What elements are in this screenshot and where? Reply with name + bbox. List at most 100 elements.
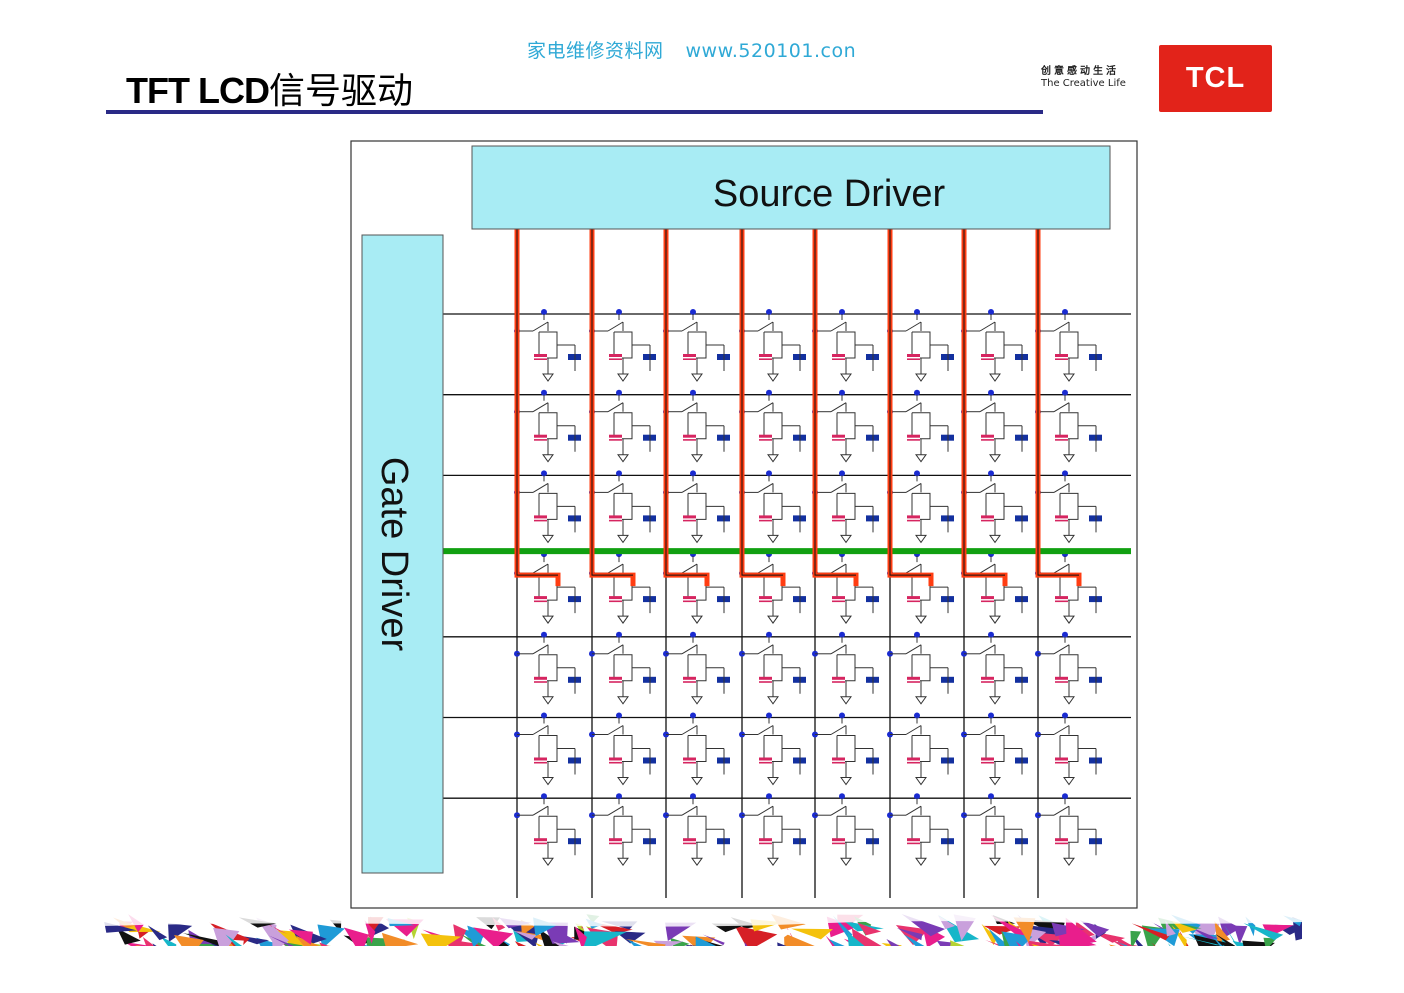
ground-symbol: [1063, 777, 1075, 786]
capacitor-gap: [534, 760, 547, 762]
gate-node: [690, 793, 696, 800]
ground-symbol: [542, 454, 554, 463]
pixel-loop: [763, 331, 783, 359]
tft-switch: [830, 563, 847, 574]
strip-shard: [281, 941, 303, 946]
strip-shard: [1002, 931, 1033, 946]
pixel-loop: [763, 735, 783, 762]
capacitor-gap: [759, 518, 772, 520]
slogan-cn: 创意感动生活: [1041, 66, 1119, 77]
tft-switch: [830, 321, 847, 332]
gate-node: [914, 309, 920, 315]
strip-shard: [555, 944, 566, 946]
pixel-loop: [911, 412, 931, 440]
pixel-loop: [1059, 654, 1079, 682]
pixel-matrix: [443, 229, 1131, 898]
tft-switch: [1053, 563, 1070, 574]
pixel-loop: [911, 492, 931, 520]
pixel-loop: [538, 735, 558, 762]
strip-shard: [903, 934, 925, 946]
capacitor-gap: [907, 760, 920, 762]
capacitor-gap: [832, 841, 845, 843]
strip-shard: [625, 938, 666, 946]
strip-shard: [1130, 930, 1142, 946]
title-underline: [106, 110, 1043, 114]
ground-symbol: [840, 615, 852, 624]
driven-data-core-3: [665, 229, 707, 576]
strip-shard: [319, 942, 329, 946]
driven-data-core-4: [741, 229, 783, 576]
tft-switch: [681, 725, 698, 735]
tft-switch: [757, 644, 774, 655]
pixel-loop: [687, 815, 707, 843]
ground-symbol: [767, 615, 779, 624]
strip-shard: [317, 924, 345, 946]
capacitor-gap: [1055, 760, 1068, 762]
tft-switch: [532, 563, 549, 574]
gate-driver-label: Gate Driver: [373, 457, 415, 652]
ground-symbol: [1063, 534, 1075, 544]
driven-data-core-2: [591, 229, 633, 576]
ground-symbol: [989, 373, 1001, 382]
tft-switch: [905, 563, 922, 574]
ground-symbol: [1063, 857, 1075, 867]
ground-symbol: [840, 373, 852, 382]
tft-switch: [830, 805, 847, 816]
tft-switch: [1053, 805, 1070, 816]
capacitor-gap: [907, 841, 920, 843]
tft-switch: [1053, 725, 1070, 735]
strip-shard: [896, 928, 923, 941]
ground-symbol: [989, 615, 1001, 624]
ground-symbol: [691, 534, 703, 544]
ground-symbol: [1063, 696, 1075, 705]
strip-shard: [174, 934, 204, 946]
capacitor-gap: [832, 437, 845, 440]
capacitor-gap: [1055, 518, 1068, 520]
strip-shard: [1114, 935, 1133, 946]
gate-node: [1062, 389, 1068, 396]
capacitor-gap: [832, 357, 845, 359]
decorative-color-strip: [101, 914, 1302, 946]
capacitor-gap: [534, 357, 547, 359]
ground-symbol: [767, 857, 779, 867]
ground-symbol: [542, 615, 554, 624]
strip-shard: [142, 936, 155, 946]
capacitor-gap: [759, 599, 772, 601]
pixel-loop: [538, 654, 558, 682]
tft-switch: [757, 402, 774, 413]
tft-switch: [532, 402, 549, 413]
tft-switch: [830, 482, 847, 493]
strip-shard: [513, 930, 537, 940]
pixel-loop: [763, 654, 783, 682]
ground-symbol: [767, 373, 779, 382]
gate-node: [988, 470, 994, 477]
gate-node: [690, 712, 696, 719]
ground-symbol: [989, 777, 1001, 786]
slogan-en: The Creative Life: [1041, 78, 1126, 89]
tft-switch: [905, 805, 922, 816]
pixel-loop: [687, 331, 707, 359]
capacitor-gap: [609, 437, 622, 440]
capacitor-gap: [609, 679, 622, 682]
pixel-loop: [613, 735, 633, 762]
gate-node: [988, 389, 994, 396]
tft-switch: [607, 321, 624, 332]
strip-shard: [950, 940, 965, 946]
strip-shard: [1214, 920, 1231, 943]
ground-symbol: [915, 615, 927, 624]
gate-node: [988, 793, 994, 800]
driven-data-core-6: [889, 229, 931, 576]
pixel-loop: [763, 815, 783, 843]
strip-shard: [695, 936, 717, 946]
strip-shard: [514, 941, 527, 946]
ground-symbol: [840, 696, 852, 705]
ground-symbol: [989, 454, 1001, 463]
pixel-loop: [836, 492, 856, 520]
ground-symbol: [989, 857, 1001, 867]
capacitor-gap: [981, 518, 994, 520]
driven-data-core-1: [516, 229, 558, 576]
strip-shard: [160, 936, 177, 946]
tft-switch: [1053, 644, 1070, 655]
capacitor-gap: [1055, 357, 1068, 359]
